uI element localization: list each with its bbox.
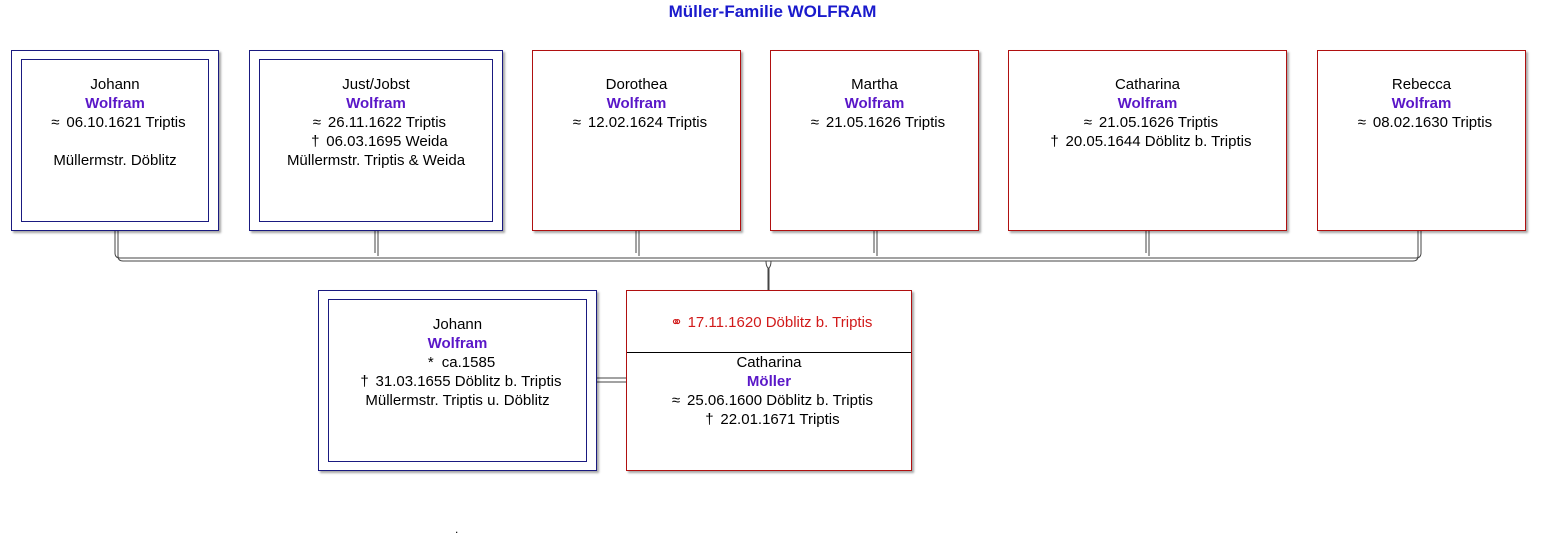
child-card-rebecca[interactable]: Rebecca Wolfram ≈08.02.1630 Triptis: [1317, 50, 1526, 231]
given-name: Rebecca: [1391, 76, 1452, 93]
marriage-rings-icon: ⚭: [670, 314, 683, 331]
baptism-icon: ≈: [312, 114, 322, 131]
death-date: 31.03.1655 Döblitz b. Triptis: [375, 373, 562, 390]
given-name: Johann: [90, 76, 140, 93]
given-name: Catharina: [736, 354, 802, 371]
baptism-date: 12.02.1624 Triptis: [587, 114, 708, 131]
death-cross-icon: †: [705, 411, 714, 428]
baptism-icon: ≈: [1083, 114, 1092, 131]
death-cross-icon: †: [360, 373, 369, 390]
baptism-date: 25.06.1600 Döblitz b. Triptis: [687, 392, 873, 409]
death-date: 22.01.1671 Triptis: [720, 411, 840, 428]
baptism-icon: ≈: [671, 392, 681, 409]
card-inner-frame: [21, 59, 209, 222]
footer-mark: .: [455, 522, 459, 536]
baptism-date: 26.11.1622 Triptis: [327, 114, 447, 131]
occupation: Müllermstr. Döblitz: [53, 152, 177, 169]
surname: Wolfram: [1391, 95, 1452, 112]
death-cross-icon: †: [311, 133, 320, 150]
baptism-icon: ≈: [572, 114, 581, 131]
chart-title: Müller-Familie WOLFRAM: [668, 2, 877, 21]
death-date: 06.03.1695 Weida: [326, 133, 448, 150]
surname: Möller: [746, 373, 792, 390]
given-name: Johann: [432, 316, 483, 333]
birth-date: ca.1585: [441, 354, 496, 371]
occupation: Müllermstr. Triptis & Weida: [286, 152, 466, 169]
surname: Wolfram: [346, 95, 406, 112]
surname: Wolfram: [1117, 95, 1178, 112]
surname: Wolfram: [844, 95, 905, 112]
baptism-date: 21.05.1626 Triptis: [1098, 114, 1219, 131]
child-card-martha[interactable]: Martha Wolfram ≈21.05.1626 Triptis: [770, 50, 979, 231]
card-inner-frame: [259, 59, 493, 222]
card-inner-frame: [328, 299, 587, 462]
baptism-icon: ≈: [1357, 114, 1366, 131]
child-card-just-jobst[interactable]: Just/Jobst Wolfram ≈26.11.1622 Triptis †…: [249, 50, 503, 231]
given-name: Catharina: [1114, 76, 1181, 93]
baptism-date: 06.10.1621 Triptis: [66, 114, 186, 131]
baptism-icon: ≈: [51, 114, 60, 131]
given-name: Dorothea: [605, 76, 668, 93]
marriage-date: 17.11.1620 Döblitz b. Triptis: [687, 314, 873, 331]
death-cross-icon: †: [1050, 133, 1059, 150]
baptism-icon: ≈: [810, 114, 819, 131]
child-card-johann[interactable]: Johann Wolfram ≈06.10.1621 Triptis Mülle…: [11, 50, 219, 231]
surname: Wolfram: [606, 95, 667, 112]
birth-star-icon: *: [427, 354, 434, 371]
mother-card[interactable]: ⚭17.11.1620 Döblitz b. Triptis Catharina…: [626, 290, 912, 471]
surname: Wolfram: [427, 335, 488, 352]
baptism-date: 21.05.1626 Triptis: [825, 114, 946, 131]
given-name: Just/Jobst: [342, 76, 410, 93]
father-card[interactable]: Johann Wolfram * ca.1585 † 31.03.1655 Döbl…: [318, 290, 597, 471]
marriage-divider: [627, 352, 911, 353]
baptism-date: 08.02.1630 Triptis: [1372, 114, 1493, 131]
given-name: Martha: [851, 76, 898, 93]
occupation: Müllermstr. Triptis u. Döblitz: [365, 392, 550, 409]
child-card-dorothea[interactable]: Dorothea Wolfram ≈12.02.1624 Triptis: [532, 50, 741, 231]
surname: Wolfram: [85, 95, 145, 112]
child-card-catharina[interactable]: Catharina Wolfram ≈21.05.1626 Triptis † 2…: [1008, 50, 1287, 231]
death-date: 20.05.1644 Döblitz b. Triptis: [1065, 133, 1252, 150]
